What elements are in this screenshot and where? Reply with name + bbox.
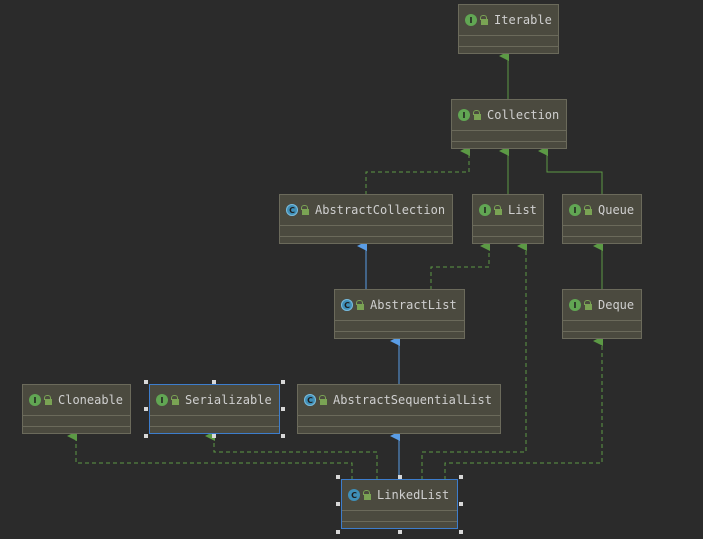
node-serializable[interactable]: I Serializable [149, 384, 280, 434]
resize-handle[interactable] [281, 434, 285, 438]
lock-icon [301, 205, 309, 215]
node-header: C LinkedList [342, 480, 457, 511]
fields-section [280, 226, 452, 237]
node-header: C AbstractList [335, 290, 464, 321]
node-label: LinkedList [377, 488, 450, 502]
node-label: Iterable [494, 13, 552, 27]
node-deque[interactable]: I Deque [562, 289, 642, 339]
edge-linkedlist-serializable [205, 431, 378, 480]
resize-handle[interactable] [212, 380, 216, 384]
node-abstract-list[interactable]: C AbstractList [334, 289, 465, 339]
interface-icon: I [569, 299, 581, 311]
class-icon: C [348, 489, 360, 501]
node-header: I Queue [563, 195, 641, 226]
resize-handle[interactable] [281, 407, 285, 411]
node-header: I Serializable [150, 385, 279, 416]
resize-handle[interactable] [459, 475, 463, 479]
fields-section [459, 36, 558, 47]
resize-handle[interactable] [336, 475, 340, 479]
node-header: I Collection [452, 100, 566, 131]
abstract-class-icon: C [304, 394, 316, 406]
fields-section [342, 511, 457, 522]
resize-handle[interactable] [144, 380, 148, 384]
edge-linkedlist-deque [444, 336, 603, 480]
node-label: Cloneable [58, 393, 124, 407]
lock-icon [319, 395, 327, 405]
interface-icon: I [569, 204, 581, 216]
node-iterable[interactable]: I Iterable [458, 4, 559, 54]
fields-section [23, 416, 130, 427]
node-abstract-sequential-list[interactable]: C AbstractSequentialList [297, 384, 501, 434]
fields-section [150, 416, 279, 427]
fields-section [473, 226, 543, 237]
interface-icon: I [479, 204, 491, 216]
resize-handle[interactable] [459, 530, 463, 534]
fields-section [452, 131, 566, 142]
interface-icon: I [465, 14, 477, 26]
node-label: AbstractSequentialList [333, 393, 492, 407]
abstract-class-icon: C [286, 204, 298, 216]
lock-icon [44, 395, 52, 405]
resize-handle[interactable] [459, 502, 463, 506]
resize-handle[interactable] [398, 475, 402, 479]
node-label: Serializable [185, 393, 272, 407]
edge-linkedlist-cloneable [67, 431, 353, 480]
resize-handle[interactable] [144, 434, 148, 438]
fields-section [298, 416, 500, 427]
fields-section [563, 226, 641, 237]
lock-icon [480, 15, 488, 25]
edge-abstractcollection-collection [365, 146, 470, 195]
edge-abstractlist-list [430, 241, 490, 290]
node-header: I Iterable [459, 5, 558, 36]
node-list[interactable]: I List [472, 194, 544, 244]
node-label: Collection [487, 108, 560, 122]
lock-icon [494, 205, 502, 215]
resize-handle[interactable] [212, 434, 216, 438]
node-header: C AbstractCollection [280, 195, 452, 226]
fields-section [335, 321, 464, 332]
node-label: Deque [598, 298, 635, 312]
node-label: AbstractCollection [315, 203, 446, 217]
abstract-class-icon: C [341, 299, 353, 311]
lock-icon [473, 110, 481, 120]
node-abstract-collection[interactable]: C AbstractCollection [279, 194, 453, 244]
lock-icon [584, 300, 592, 310]
node-queue[interactable]: I Queue [562, 194, 642, 244]
fields-section [563, 321, 641, 332]
node-label: AbstractList [370, 298, 457, 312]
node-header: I Deque [563, 290, 641, 321]
resize-handle[interactable] [336, 530, 340, 534]
node-header: C AbstractSequentialList [298, 385, 500, 416]
node-header: I Cloneable [23, 385, 130, 416]
resize-handle[interactable] [398, 530, 402, 534]
resize-handle[interactable] [144, 407, 148, 411]
lock-icon [584, 205, 592, 215]
node-cloneable[interactable]: I Cloneable [22, 384, 131, 434]
lock-icon [171, 395, 179, 405]
node-header: I List [473, 195, 543, 226]
interface-icon: I [29, 394, 41, 406]
edge-linkedlist-list [421, 241, 527, 480]
node-label: Queue [598, 203, 635, 217]
lock-icon [363, 490, 371, 500]
node-linked-list[interactable]: C LinkedList [341, 479, 458, 529]
node-label: List [508, 203, 537, 217]
resize-handle[interactable] [336, 502, 340, 506]
interface-icon: I [458, 109, 470, 121]
lock-icon [356, 300, 364, 310]
interface-icon: I [156, 394, 168, 406]
resize-handle[interactable] [281, 380, 285, 384]
node-collection[interactable]: I Collection [451, 99, 567, 149]
edge-queue-collection [538, 146, 603, 195]
